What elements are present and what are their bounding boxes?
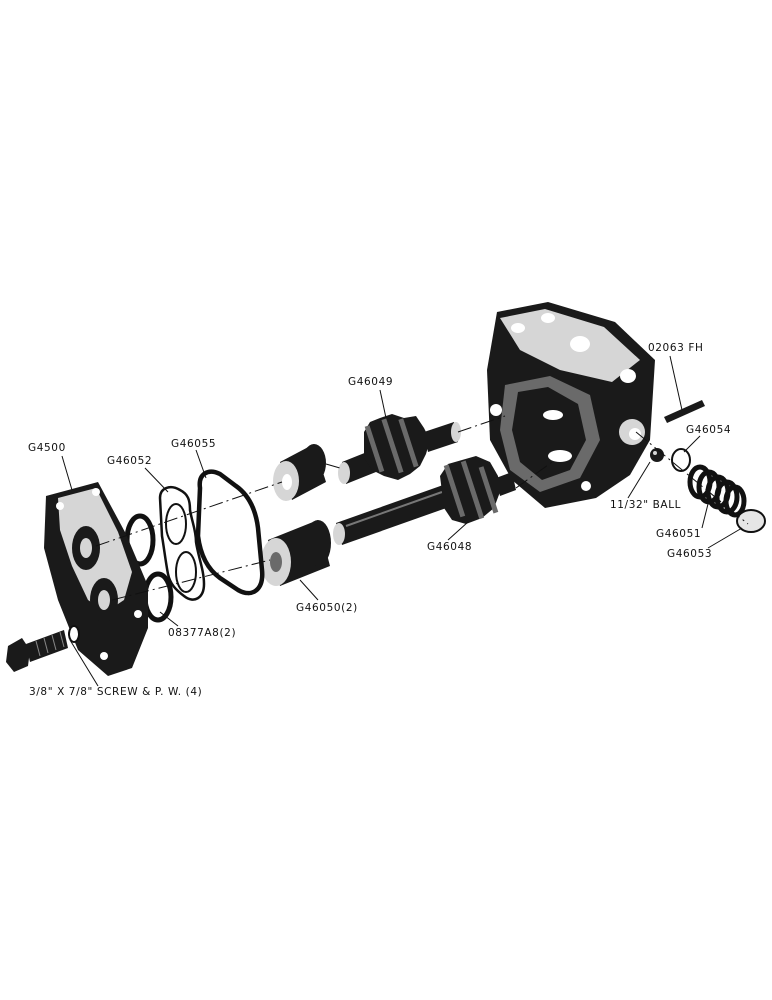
pump-body xyxy=(487,302,655,508)
label-gasket: G46052 xyxy=(107,455,153,467)
label-ball: 11/32" BALL xyxy=(610,499,682,511)
bushing-upper xyxy=(273,444,326,501)
label-washer: G46054 xyxy=(686,424,732,436)
seal-lower xyxy=(142,571,174,623)
label-pin: 02063 FH xyxy=(648,342,704,354)
pin-02063 xyxy=(664,400,705,423)
screw-and-washer xyxy=(6,625,80,672)
label-plug: G46053 xyxy=(667,548,713,560)
label-bushings: G46050(2) xyxy=(296,602,358,614)
bushing-lower xyxy=(261,520,331,586)
gasket xyxy=(158,486,206,601)
leader-lines xyxy=(61,355,743,687)
idler-gear xyxy=(333,456,516,545)
label-seals: 08377A8(2) xyxy=(168,627,237,639)
label-drive-gear: G46049 xyxy=(348,376,394,388)
label-idler-gear: G46048 xyxy=(427,541,473,553)
label-screws: 3/8" X 7/8" SCREW & P. W. (4) xyxy=(29,686,203,698)
drive-gear xyxy=(338,414,461,484)
label-spring: G46051 xyxy=(656,528,702,540)
spring-coils xyxy=(687,464,747,518)
label-cover-plate: G4500 xyxy=(28,442,66,454)
relief-valve-parts xyxy=(650,448,766,533)
o-ring xyxy=(195,469,265,596)
label-o-ring: G46055 xyxy=(171,438,217,450)
alignment-lines xyxy=(95,415,749,601)
